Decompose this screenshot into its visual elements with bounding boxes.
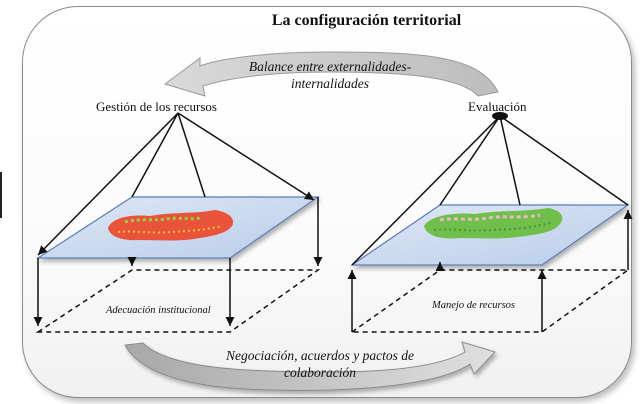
right-node-label: Evaluación bbox=[468, 99, 527, 114]
left-prism bbox=[33, 112, 323, 333]
right-map-blob bbox=[424, 208, 563, 239]
bottom-curved-arrow bbox=[124, 341, 496, 391]
left-map-blob bbox=[108, 210, 234, 241]
top-curved-arrow bbox=[163, 51, 499, 97]
top-arrow-label: Balance entre externalidades-internalida… bbox=[248, 59, 412, 91]
left-box-label: Adecuación institucional bbox=[106, 305, 211, 316]
right-box-label: Manejo de recursos bbox=[432, 300, 516, 311]
diagram-title: La configuración territorial bbox=[271, 12, 462, 29]
right-prism bbox=[347, 112, 633, 333]
edge-mark bbox=[0, 172, 2, 218]
bottom-arrow-label: Negociación, acuerdos y pactos de colabo… bbox=[225, 348, 415, 380]
left-node-label: Gestión de los recursos bbox=[96, 99, 217, 114]
